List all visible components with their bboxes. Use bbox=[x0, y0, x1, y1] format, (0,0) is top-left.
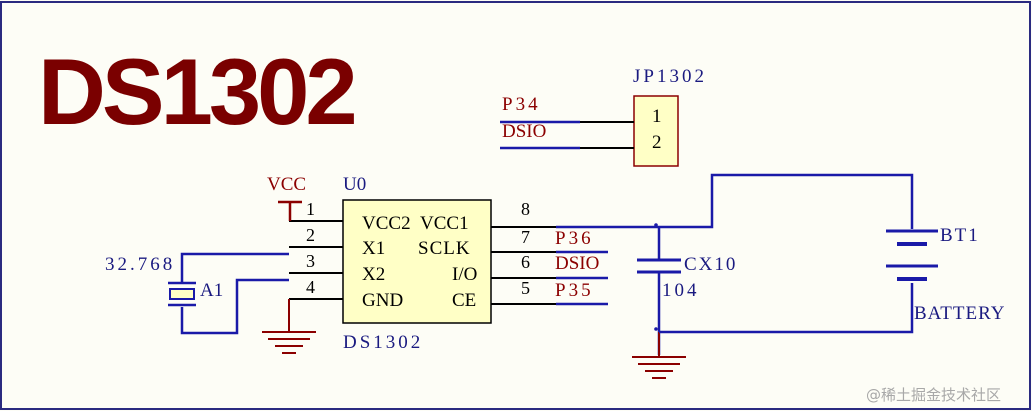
right-pin-7-name: SCLK bbox=[418, 238, 471, 259]
left-pin-2-number: 2 bbox=[306, 225, 315, 245]
capacitor-designator: CX10 bbox=[684, 254, 737, 275]
net-label-p35: P35 bbox=[555, 280, 594, 301]
right-pin-6-number: 6 bbox=[521, 252, 530, 272]
vcc-label: VCC bbox=[267, 174, 306, 195]
capacitor-value: 104 bbox=[662, 280, 700, 301]
jumper-designator: JP1302 bbox=[633, 66, 707, 87]
jumper-pin-1-number: 1 bbox=[652, 106, 662, 127]
ground-symbol-chip bbox=[262, 299, 316, 354]
capacitor-cx10: CX10 104 bbox=[637, 254, 737, 355]
jumper-pin-2-number: 2 bbox=[652, 132, 662, 153]
battery-designator: BT1 bbox=[940, 225, 980, 246]
jumper-body bbox=[633, 95, 679, 167]
crystal-value: 32.768 bbox=[105, 254, 175, 275]
left-pin-1-number: 1 bbox=[306, 199, 315, 219]
net-label-p34: P34 bbox=[502, 94, 541, 115]
right-pin-7-number: 7 bbox=[521, 227, 530, 247]
right-pin-6-name: I/O bbox=[452, 264, 477, 285]
left-pin-4-name: GND bbox=[362, 290, 403, 311]
right-pin-5-name: CE bbox=[452, 290, 476, 311]
left-pin-3-name: X2 bbox=[362, 264, 385, 285]
ground-symbol-cap bbox=[632, 332, 686, 379]
chip-body bbox=[342, 199, 492, 324]
left-pin-1-name: VCC2 bbox=[362, 213, 411, 234]
chip-designator: U0 bbox=[343, 174, 366, 195]
crystal-a1: 32.768 A1 bbox=[105, 252, 289, 335]
battery-value: BATTERY bbox=[914, 303, 1005, 324]
right-pin-8-name: VCC1 bbox=[420, 213, 469, 234]
net-label-dsio-chip: DSIO bbox=[555, 253, 599, 274]
right-pin-5-number: 5 bbox=[521, 278, 530, 298]
diagram-title: DS1302 bbox=[38, 39, 354, 144]
jumper-jp1302: JP1302 1 2 P34 DSIO bbox=[500, 66, 707, 167]
net-label-dsio-jumper: DSIO bbox=[502, 121, 546, 142]
watermark: @稀土掘金技术社区 bbox=[866, 386, 1001, 404]
battery-bt1: BT1 BATTERY bbox=[659, 225, 1005, 334]
chip-ds1302: U0 DS1302 1 2 3 4 VCC2 X1 X2 GND 8 7 6 5… bbox=[289, 174, 608, 353]
crystal-designator: A1 bbox=[200, 280, 223, 301]
left-pin-4-number: 4 bbox=[306, 277, 315, 297]
vcc1-battery-net bbox=[556, 173, 914, 259]
left-pin-3-number: 3 bbox=[306, 251, 315, 271]
vcc-power-symbol: VCC bbox=[267, 174, 306, 221]
left-pin-2-name: X1 bbox=[362, 238, 385, 259]
right-pin-8-number: 8 bbox=[521, 199, 530, 219]
net-label-p36: P36 bbox=[555, 228, 594, 249]
chip-name: DS1302 bbox=[343, 332, 423, 353]
